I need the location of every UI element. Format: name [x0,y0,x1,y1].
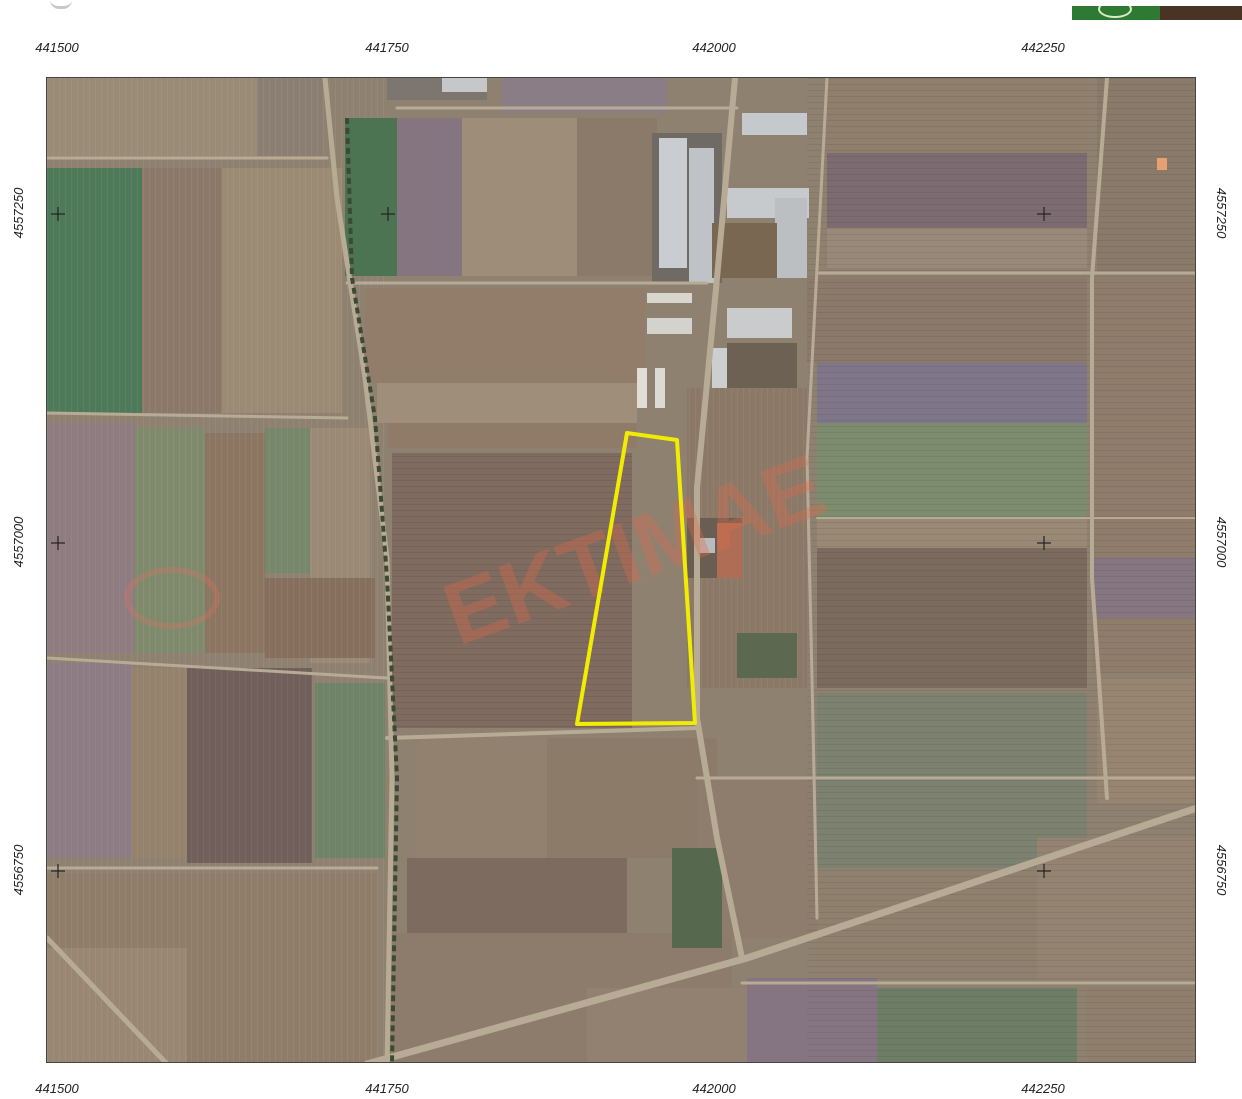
main-road [694,78,745,961]
corner-decoration [50,0,72,9]
greenhouse-roof [637,368,647,408]
building-roof [647,293,692,303]
grid-x-label-bottom: 441750 [365,1081,409,1096]
grid-y-label-left: 4557000 [11,516,26,568]
west-road [322,78,395,1062]
field-group-left [47,78,387,1062]
grid-y-label-right: 4556750 [1214,844,1229,896]
grid-x-label-top: 442250 [1021,40,1065,55]
leaf-logo-icon [1098,6,1132,18]
grid-x-label-top: 441750 [365,40,409,55]
greenhouse-roof [655,368,665,408]
building-roof [717,523,742,578]
brand-logo-green [1072,6,1160,20]
building-roof [697,538,715,553]
header-strip [0,0,1242,24]
building-roof [442,78,487,92]
map-frame[interactable]: ΕΚΤΙΜΑΕ [46,77,1196,1063]
grid-y-label-left: 4556750 [11,844,26,896]
grid-x-label-bottom: 442250 [1021,1081,1065,1096]
tree-lines [345,117,400,1062]
tree-cluster [672,848,722,948]
diagonal-road [364,804,1195,1062]
east-track [805,78,829,920]
orchard [737,633,797,678]
grid-x-label-top: 441500 [35,40,79,55]
building-roof [742,113,807,135]
grid-x-label-top: 442000 [692,40,736,55]
farm-buildings [387,78,809,948]
building-roof [659,138,687,268]
grid-x-label-bottom: 442000 [692,1081,736,1096]
grid-x-label-bottom: 441500 [35,1081,79,1096]
marker-icon [1157,158,1167,170]
grid-y-label-right: 4557000 [1214,516,1229,568]
grid-y-label-left: 4557250 [11,187,26,239]
parcel-outline[interactable] [575,431,697,726]
building-roof [727,308,792,338]
brand-logo-brown [1160,6,1242,20]
building-roof [647,318,692,334]
building-roof [775,198,807,278]
field-group-right [587,78,1195,1062]
building-roof [689,148,714,283]
watermark-logo [124,567,220,629]
far-east-track [1090,78,1109,800]
grid-y-label-right: 4557250 [1214,187,1229,239]
building-roof [712,348,727,388]
grid-crosses [51,207,1051,878]
field-group-middle [345,78,732,1062]
tree-line [345,117,400,1062]
roads [47,78,1195,1062]
green-field [345,118,397,276]
satellite-image: ΕΚΤΙΜΑΕ [47,78,1195,1062]
